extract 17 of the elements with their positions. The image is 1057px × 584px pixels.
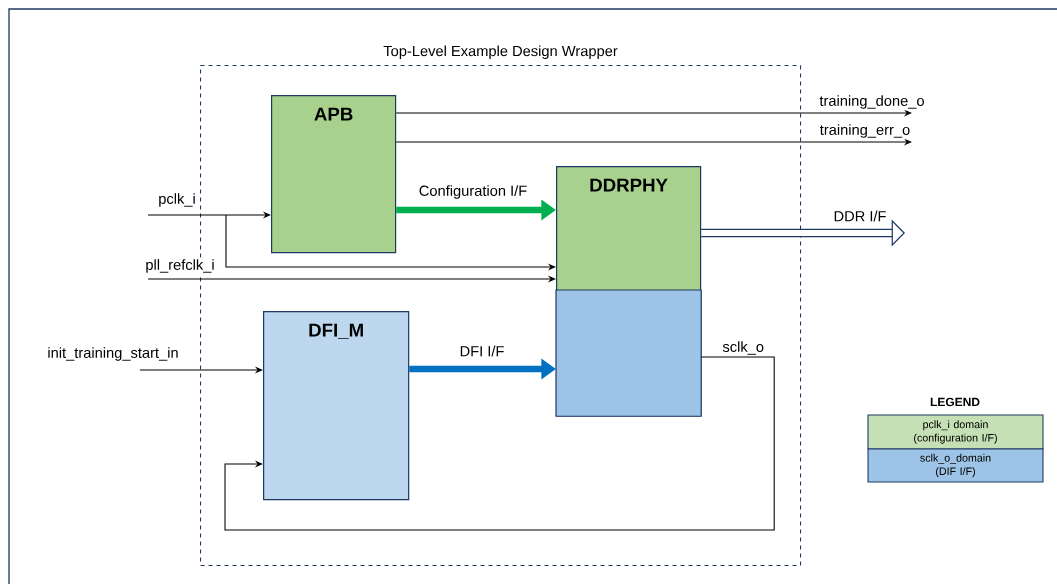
edge-label: pclk_i xyxy=(159,193,195,207)
legend-text: pclk_i domain (configuration I/F) xyxy=(914,420,997,444)
block-box: DDRPHY xyxy=(555,166,702,417)
edge-label: DDR I/F xyxy=(834,210,886,222)
legend-title: LEGEND xyxy=(930,397,980,407)
edge-label: Configuration I/F xyxy=(419,185,527,199)
block-box: DFI_M xyxy=(263,311,410,501)
legend-text: sclk_o_domain (DIF I/F) xyxy=(920,453,991,478)
edge-label: pll_refclk_i xyxy=(146,259,214,273)
edge-label: init_training_start_in xyxy=(48,347,178,361)
node-label: Top-Level Example Design Wrapper xyxy=(383,45,618,60)
edge-label: training_done_o xyxy=(819,95,924,109)
signal-arrow xyxy=(224,356,775,531)
block-box: APB xyxy=(271,95,397,254)
edge-label: training_err_o xyxy=(820,124,910,138)
edge-label: DFI I/F xyxy=(460,345,504,357)
edge-label: sclk_o xyxy=(722,341,764,355)
